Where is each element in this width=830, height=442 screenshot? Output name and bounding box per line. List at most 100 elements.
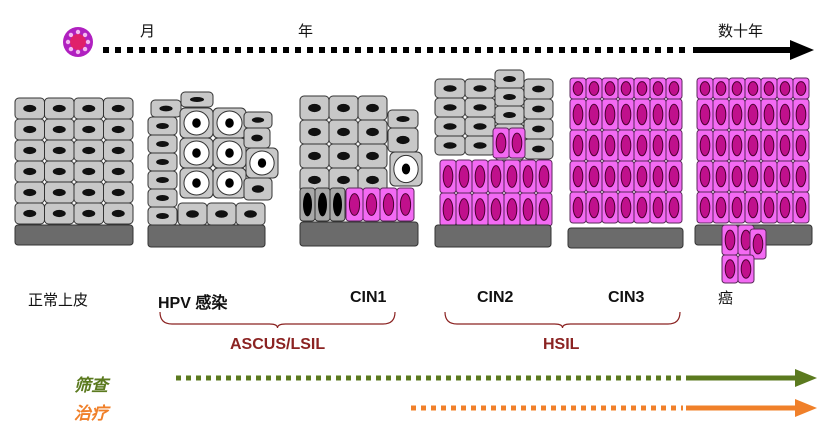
normal-cell	[73, 139, 104, 162]
normal-cell	[103, 97, 134, 120]
cell-nucleus	[111, 209, 125, 218]
normal-cell	[299, 119, 330, 145]
cell-nucleus	[382, 193, 395, 216]
treatment-label: 治疗	[74, 404, 108, 424]
normal-cell	[235, 202, 266, 226]
normal-cell	[523, 138, 554, 160]
cell-nucleus	[82, 146, 96, 155]
normal-cell	[147, 206, 178, 226]
normal-cell	[523, 118, 554, 140]
normal-cell	[328, 95, 359, 121]
cell-nucleus	[366, 127, 379, 137]
abnormal-cell	[439, 192, 457, 227]
cell-nucleus	[111, 167, 125, 176]
cell-nucleus	[82, 188, 96, 197]
abnormal-cell	[396, 187, 415, 222]
koilocyte-cell	[212, 167, 247, 199]
cell-nucleus	[715, 196, 727, 219]
abnormal-cell	[519, 159, 537, 194]
normal-cell	[147, 188, 178, 208]
cell-nucleus	[636, 103, 648, 126]
cell-nucleus	[473, 85, 487, 92]
abnormal-cell	[569, 77, 587, 100]
cell-nucleus	[572, 103, 584, 126]
cell-nucleus	[52, 125, 66, 134]
stage-cin1-label: CIN1	[350, 289, 387, 306]
koilocyte-cell	[245, 147, 279, 179]
cell-nucleus	[699, 165, 711, 188]
normal-cell	[387, 109, 419, 129]
cell-nucleus	[23, 188, 37, 197]
abnormal-cell	[728, 129, 746, 162]
abnormal-cell	[696, 160, 714, 193]
abnormal-cell	[712, 77, 730, 100]
normal-cell	[44, 118, 75, 141]
abnormal-cell	[601, 98, 619, 131]
cell-nucleus	[23, 167, 37, 176]
abnormal-cell	[633, 77, 651, 100]
cell-nucleus	[699, 103, 711, 126]
koilocyte-cell	[212, 137, 247, 169]
cell-nucleus	[747, 165, 759, 188]
abnormal-cell	[601, 77, 619, 100]
cell-nucleus	[747, 196, 759, 219]
cell-nucleus	[156, 176, 169, 184]
cell-nucleus	[52, 167, 66, 176]
cell-nucleus	[511, 132, 523, 154]
abnormal-cell	[721, 224, 739, 256]
abnormal-cell	[696, 77, 714, 100]
cell-nucleus	[572, 196, 584, 219]
normal-cell	[243, 111, 273, 129]
cell-nucleus	[795, 103, 807, 126]
normal-cell	[243, 127, 271, 149]
abnormal-cell	[585, 98, 603, 131]
cell-nucleus	[111, 104, 125, 113]
group-ascus-lsil-label: ASCUS/LSIL	[230, 336, 326, 353]
abnormal-cell	[379, 187, 398, 222]
abnormal-cell	[665, 77, 683, 100]
abnormal-cell	[665, 160, 683, 193]
normal-cell	[103, 202, 134, 225]
cell-nucleus	[225, 178, 234, 188]
abnormal-cell	[744, 191, 762, 224]
normal-cell	[177, 202, 208, 226]
cell-nucleus	[795, 134, 807, 157]
cell-nucleus	[52, 209, 66, 218]
cell-nucleus	[636, 196, 648, 219]
cell-nucleus	[532, 145, 545, 153]
bracket-ascus-lsil	[159, 311, 396, 329]
abnormal-cell	[487, 159, 505, 194]
abnormal-cell	[744, 129, 762, 162]
normal-cell	[14, 139, 45, 162]
cell-nucleus	[503, 111, 516, 119]
cell-nucleus	[652, 134, 664, 157]
abnormal-cell	[633, 160, 651, 193]
abnormal-cell	[792, 160, 810, 193]
abnormal-cell	[569, 129, 587, 162]
cell-nucleus	[779, 81, 791, 96]
cell-nucleus	[401, 163, 411, 175]
normal-cell	[434, 97, 466, 118]
cell-nucleus	[156, 212, 169, 220]
cell-nucleus	[225, 148, 234, 158]
basement-membrane	[299, 221, 419, 247]
abnormal-cell	[601, 129, 619, 162]
cell-nucleus	[763, 165, 775, 188]
abnormal-cell	[792, 129, 810, 162]
normal-cell	[73, 181, 104, 204]
normal-cell	[14, 118, 45, 141]
abnormal-cell	[728, 191, 746, 224]
normal-cell	[103, 139, 134, 162]
abnormal-cell	[601, 191, 619, 224]
abnormal-cell	[760, 160, 778, 193]
abnormal-cell	[760, 77, 778, 100]
cell-nucleus	[366, 151, 379, 161]
cell-nucleus	[251, 134, 263, 142]
cell-nucleus	[458, 198, 470, 221]
cell-nucleus	[442, 198, 454, 221]
cell-nucleus	[532, 105, 545, 113]
normal-cell	[44, 202, 75, 225]
abnormal-cell	[665, 191, 683, 224]
